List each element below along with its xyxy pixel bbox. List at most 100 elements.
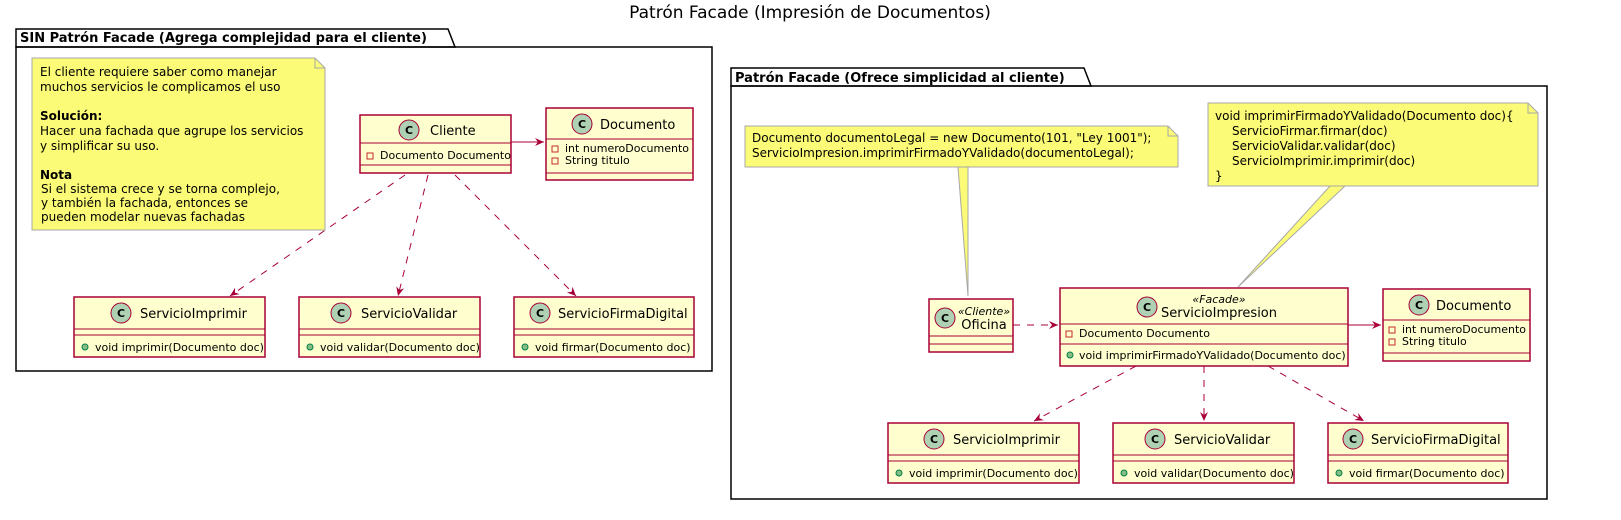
svg-text:C: C	[1143, 301, 1151, 314]
note-text: void imprimirFirmadoYValidado(Documento …	[1215, 109, 1514, 123]
diagram-title: Patrón Facade (Impresión de Documentos)	[629, 3, 991, 23]
public-marker	[306, 343, 314, 351]
svg-text:C: C	[578, 118, 586, 131]
class-servicio-validar[interactable]: C ServicioValidar void validar(Documento…	[1112, 422, 1295, 484]
svg-text:C: C	[405, 124, 413, 137]
public-marker	[521, 343, 529, 351]
class-oficina[interactable]: C «Cliente» Oficina	[928, 298, 1014, 353]
class-attribute: Documento Documento	[1079, 327, 1210, 340]
note-heading: Nota	[40, 168, 72, 182]
class-servicio-firma-digital[interactable]: C ServicioFirmaDigital void firmar(Docum…	[513, 296, 695, 358]
note-implementation: void imprimirFirmadoYValidado(Documento …	[1207, 102, 1539, 288]
class-name: Cliente	[430, 124, 476, 139]
class-documento[interactable]: C Documento int numeroDocumento String t…	[545, 107, 694, 181]
package-sin-facade: SIN Patrón Facade (Agrega complejidad pa…	[15, 28, 713, 372]
dependency-arrow	[1033, 365, 1137, 422]
class-attribute: int numeroDocumento	[1402, 323, 1526, 336]
class-attribute: String titulo	[565, 154, 630, 167]
note-text: ServicioImprimir.imprimir(doc)	[1232, 154, 1415, 168]
class-name: ServicioFirmaDigital	[558, 307, 688, 322]
class-name: Oficina	[961, 318, 1006, 333]
package-con-facade: Patrón Facade (Ofrece simplicidad al cli…	[730, 67, 1548, 500]
note-text: }	[1215, 169, 1223, 183]
class-method: void firmar(Documento doc)	[535, 341, 691, 354]
class-name: ServicioImprimir	[140, 307, 248, 322]
svg-text:C: C	[536, 307, 544, 320]
class-name: ServicioValidar	[361, 307, 458, 322]
class-method: void validar(Documento doc)	[320, 341, 480, 354]
note-text: ServicioImpresion.imprimirFirmadoYValida…	[752, 146, 1134, 160]
note-text: ServicioFirmar.firmar(doc)	[1232, 124, 1388, 138]
class-attribute: String titulo	[1402, 335, 1467, 348]
class-icon	[398, 119, 420, 141]
private-marker	[366, 152, 374, 160]
public-marker	[1335, 469, 1343, 477]
class-servicio-firma-digital[interactable]: C ServicioFirmaDigital void firmar(Docum…	[1327, 422, 1509, 484]
note-text: Documento documentoLegal = new Documento…	[752, 131, 1151, 145]
note-text: ServicioValidar.validar(doc)	[1232, 139, 1396, 153]
svg-text:C: C	[941, 312, 949, 325]
private-marker	[1065, 330, 1073, 338]
private-marker	[1388, 338, 1396, 346]
private-marker	[551, 157, 559, 165]
class-servicio-validar[interactable]: C ServicioValidar void validar(Documento…	[298, 296, 481, 358]
class-icon	[1144, 428, 1166, 450]
class-method: void imprimir(Documento doc)	[909, 467, 1078, 480]
svg-text:C: C	[1349, 433, 1357, 446]
stereotype: «Cliente»	[958, 305, 1010, 318]
svg-text:C: C	[930, 433, 938, 446]
class-name: ServicioImpresion	[1161, 306, 1277, 321]
class-icon	[110, 302, 132, 324]
class-icon	[1408, 294, 1430, 316]
stereotype: «Facade»	[1192, 293, 1245, 306]
note-text: muchos servicios le complicamos el uso	[40, 80, 280, 94]
class-name: ServicioValidar	[1174, 433, 1271, 448]
note-complexity: El cliente requiere saber como manejar m…	[31, 57, 326, 231]
class-cliente[interactable]: C Cliente Documento Documento	[359, 114, 512, 174]
class-method: void validar(Documento doc)	[1134, 467, 1294, 480]
dependency-arrow	[454, 174, 577, 297]
dependency-arrow	[1267, 365, 1365, 422]
class-icon	[330, 302, 352, 324]
class-documento[interactable]: C Documento int numeroDocumento String t…	[1382, 288, 1531, 362]
svg-text:C: C	[1415, 299, 1423, 312]
note-text: Si el sistema crece y se torna complejo,	[41, 182, 280, 196]
dependency-arrow	[396, 174, 429, 297]
svg-text:C: C	[337, 307, 345, 320]
note-text: y también la fachada, entonces se	[41, 196, 248, 210]
note-text: El cliente requiere saber como manejar	[40, 65, 277, 79]
class-method: void firmar(Documento doc)	[1349, 467, 1505, 480]
class-icon	[529, 302, 551, 324]
public-marker	[895, 469, 903, 477]
class-servicio-imprimir[interactable]: C ServicioImprimir void imprimir(Documen…	[887, 422, 1080, 484]
class-name: Documento	[600, 118, 675, 133]
class-servicio-imprimir[interactable]: C ServicioImprimir void imprimir(Documen…	[73, 296, 266, 358]
private-marker	[1388, 326, 1396, 334]
class-icon	[934, 307, 956, 329]
public-marker	[81, 343, 89, 351]
public-marker	[1120, 469, 1128, 477]
class-icon	[923, 428, 945, 450]
class-icon	[571, 113, 593, 135]
class-method: void imprimirFirmadoYValidado(Documento …	[1079, 349, 1346, 362]
class-attribute: int numeroDocumento	[565, 142, 689, 155]
note-text: pueden modelar nuevas fachadas	[41, 210, 245, 224]
note-text: Hacer una fachada que agrupe los servici…	[40, 124, 303, 138]
private-marker	[551, 145, 559, 153]
class-name: ServicioImprimir	[953, 433, 1061, 448]
note-heading: Solución:	[40, 109, 102, 123]
note-text: y simplificar su uso.	[40, 139, 159, 153]
note-usage: Documento documentoLegal = new Documento…	[744, 125, 1179, 297]
package-label: Patrón Facade (Ofrece simplicidad al cli…	[735, 71, 1065, 86]
svg-text:C: C	[1151, 433, 1159, 446]
class-name: ServicioFirmaDigital	[1371, 433, 1501, 448]
class-method: void imprimir(Documento doc)	[95, 341, 264, 354]
public-marker	[1066, 351, 1074, 359]
class-name: Documento	[1436, 299, 1511, 314]
package-label: SIN Patrón Facade (Agrega complejidad pa…	[20, 31, 427, 46]
class-servicio-impresion[interactable]: C «Facade» ServicioImpresion Documento D…	[1059, 287, 1349, 367]
svg-text:C: C	[117, 307, 125, 320]
class-attribute: Documento Documento	[380, 149, 511, 162]
class-icon	[1136, 296, 1158, 318]
